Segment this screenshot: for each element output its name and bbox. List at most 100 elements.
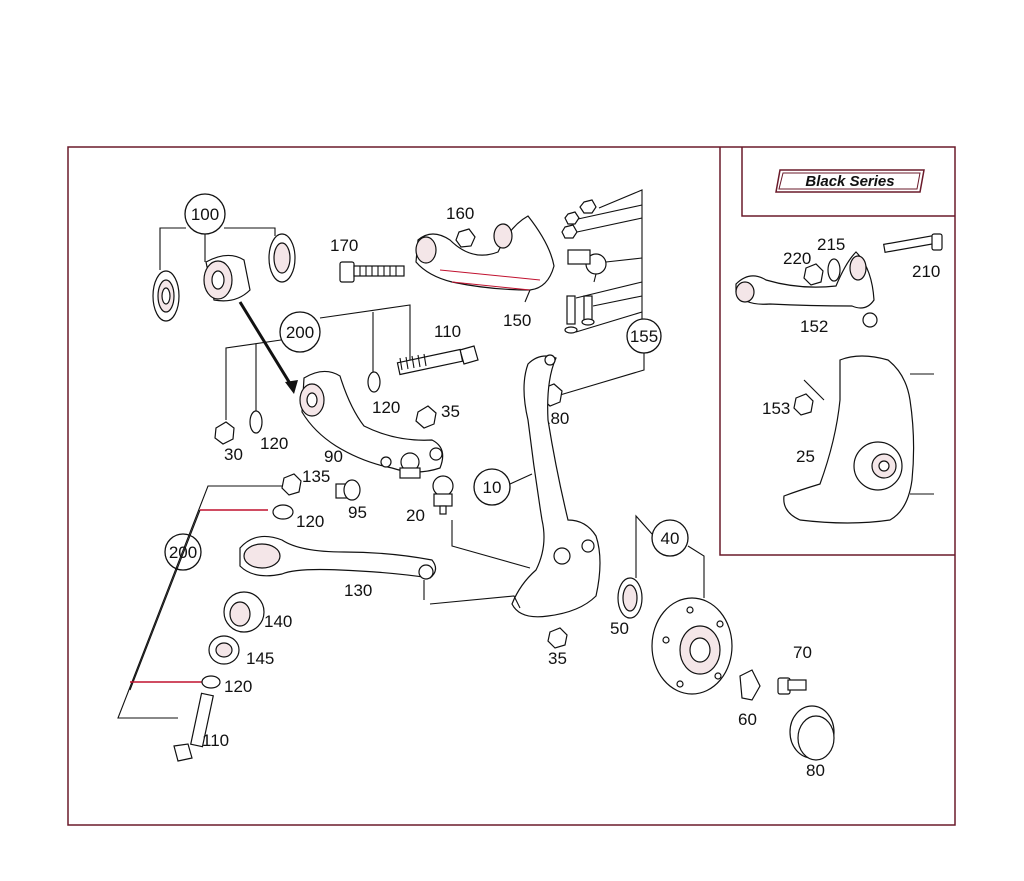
callout-40-bubble	[651, 519, 689, 557]
part-upper-ball-joint	[567, 249, 607, 283]
callout-10-bubble	[473, 468, 511, 506]
callout-110b: 110	[202, 731, 229, 750]
part-35-nut-b	[547, 627, 568, 649]
leader-100-right	[224, 227, 276, 236]
callout-200a-bubble	[279, 311, 321, 353]
callout-160: 160	[446, 204, 474, 223]
part-10-steering-knuckle	[511, 354, 601, 618]
callout-35a: 35	[441, 402, 460, 421]
part-hub-flange	[651, 597, 733, 695]
diagram-frame	[67, 146, 956, 826]
part-153-nut	[793, 393, 814, 416]
callout-70: 70	[793, 643, 812, 662]
part-130-tension-strut	[239, 535, 437, 600]
callout-200b-bubble	[164, 533, 202, 571]
leader-155-f	[592, 295, 643, 307]
part-120-washer-b	[249, 410, 263, 434]
callout-200a: 200	[286, 323, 314, 342]
part-215-washer	[827, 258, 841, 282]
callout-155: 155	[630, 327, 658, 346]
callout-120b: 120	[260, 434, 288, 453]
part-110-bolt-upper	[396, 345, 479, 376]
part-35-nut-a	[415, 405, 437, 429]
part-50-seal	[617, 577, 643, 619]
part-70-screw	[777, 677, 807, 695]
callout-20: 20	[406, 506, 425, 525]
callout-90: 90	[324, 447, 343, 466]
callout-145: 145	[246, 649, 274, 668]
leader-130	[429, 595, 521, 609]
callout-60: 60	[738, 710, 757, 729]
part-bolt-small-2	[581, 295, 595, 326]
callout-120a: 120	[372, 398, 400, 417]
leader-155-a	[598, 189, 643, 330]
callout-120c: 120	[296, 512, 324, 531]
callout-130: 130	[344, 581, 372, 600]
inset-title: Black Series	[805, 173, 894, 190]
part-nut-small-3	[561, 224, 578, 239]
callout-95: 95	[348, 503, 367, 522]
part-100-bushing	[203, 254, 251, 302]
black-series-badge: Black Series	[775, 169, 925, 193]
install-arrow	[238, 301, 296, 391]
leader-150	[524, 289, 531, 303]
leader-200b-a	[117, 485, 282, 719]
part-135-nut	[281, 473, 302, 496]
callout-30: 30	[224, 445, 243, 464]
part-120-washer-a	[367, 371, 381, 393]
part-145-bushing	[208, 635, 240, 665]
leader-100-left	[159, 227, 186, 270]
callout-170: 170	[330, 236, 358, 255]
leader-200a-right	[319, 304, 411, 362]
callout-50: 50	[610, 619, 629, 638]
part-150-upper-arm	[415, 215, 555, 291]
part-210-bolt	[882, 233, 943, 253]
part-30-nut	[214, 421, 235, 445]
part-110-bolt-lower	[173, 692, 214, 762]
leader-155-c	[576, 217, 643, 233]
leader-180	[559, 353, 645, 396]
part-90-lower-arm	[299, 370, 444, 473]
leader-20	[451, 520, 531, 569]
leader-200a-left	[225, 339, 282, 420]
part-170-bolt	[339, 261, 405, 283]
callout-80: 80	[806, 761, 825, 780]
callout-215: 215	[817, 235, 845, 254]
callout-140: 140	[264, 612, 292, 631]
part-80-cap	[789, 705, 835, 761]
inset-header-frame	[741, 147, 955, 217]
part-lower-ball-joint	[399, 452, 421, 479]
part-120-washer-d	[201, 675, 221, 689]
leader-200b-b	[129, 509, 201, 691]
part-220-nut	[803, 263, 824, 286]
leader-155-g	[575, 311, 643, 333]
callout-40: 40	[661, 529, 680, 548]
part-25-knuckle-black	[783, 355, 934, 524]
leader-155-d	[605, 257, 643, 263]
callout-152: 152	[800, 317, 828, 336]
leader-40-left	[635, 514, 653, 578]
callout-10: 10	[483, 478, 502, 497]
callout-153: 153	[762, 399, 790, 418]
part-20-ball-joint	[432, 475, 454, 515]
part-nut-small-2	[564, 211, 580, 225]
part-60-clip	[739, 669, 761, 701]
callout-100: 100	[191, 205, 219, 224]
callout-100-bubble	[184, 193, 226, 235]
leader-10	[509, 473, 533, 485]
callout-150: 150	[503, 311, 531, 330]
part-152-upper-arm-black	[735, 251, 878, 328]
callout-35b: 35	[548, 649, 567, 668]
part-120-washer-c	[272, 504, 294, 520]
callout-220: 220	[783, 249, 811, 268]
part-140-bushing	[223, 591, 265, 633]
callout-120d: 120	[224, 677, 252, 696]
callout-135: 135	[302, 467, 330, 486]
part-100-washer-right	[268, 233, 296, 283]
part-100-washer-left	[152, 270, 180, 322]
inset-frame	[719, 147, 955, 556]
leader-155-b	[577, 204, 643, 220]
leader-155-e	[575, 281, 643, 299]
